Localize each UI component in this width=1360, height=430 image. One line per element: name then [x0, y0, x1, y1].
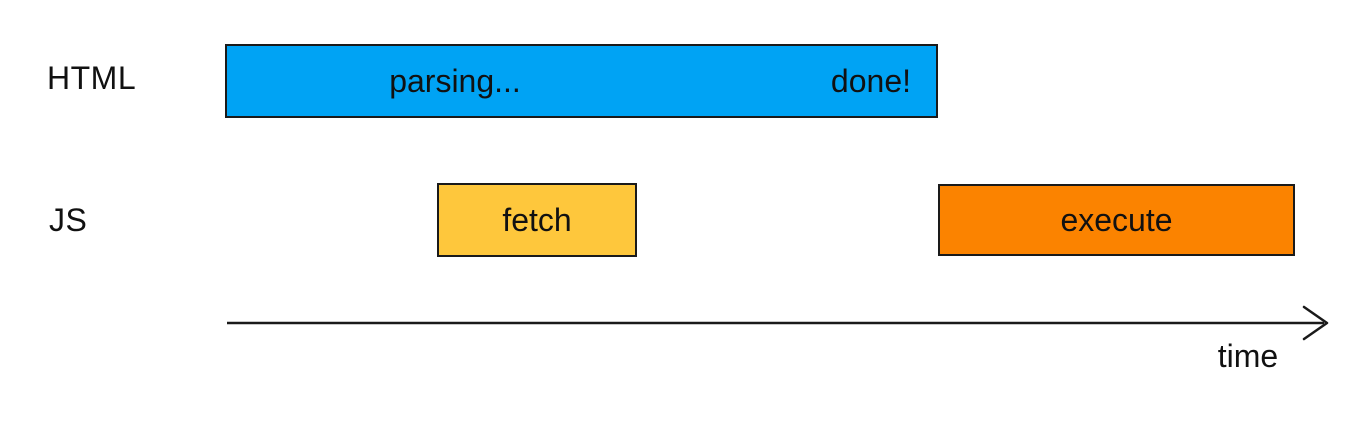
execute-label: execute	[1060, 201, 1173, 238]
html-parsing-bar: parsing... done!	[225, 44, 938, 118]
arrowhead-chevron-icon	[1302, 305, 1329, 341]
time-axis-arrow	[227, 305, 1329, 341]
fetch-label: fetch	[502, 201, 572, 238]
js-execute-bar: execute	[938, 184, 1295, 256]
row-label-js: JS	[49, 201, 88, 238]
parsing-label: parsing...	[389, 62, 521, 99]
done-label: done!	[830, 62, 911, 99]
row-label-html: HTML	[47, 59, 137, 96]
time-axis-label: time	[1217, 338, 1279, 374]
js-fetch-bar: fetch	[437, 183, 637, 257]
